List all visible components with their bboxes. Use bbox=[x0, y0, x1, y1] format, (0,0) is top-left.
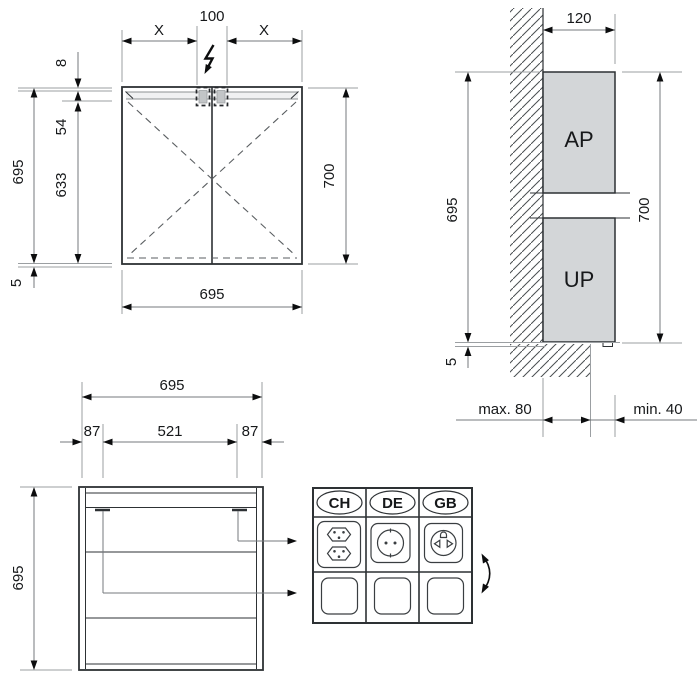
socket-ch-icon bbox=[316, 520, 362, 569]
country-ch: CH bbox=[329, 495, 351, 512]
dim-overhang-8: 8 bbox=[53, 59, 70, 67]
lightning-bolt-icon bbox=[201, 44, 215, 76]
label-up: UP bbox=[564, 267, 595, 292]
dim-right-87: 87 bbox=[242, 423, 259, 440]
top-view: 695 87 521 87 695 bbox=[10, 377, 297, 671]
swap-arrows-icon bbox=[478, 551, 491, 596]
dim-depth-120: 120 bbox=[566, 10, 591, 27]
blank-cover-de bbox=[373, 577, 412, 615]
junction-box bbox=[195, 86, 229, 107]
blank-cover-ch bbox=[320, 577, 359, 615]
dim-light-54: 54 bbox=[53, 119, 70, 136]
dim-span-521: 521 bbox=[157, 423, 182, 440]
socket-panel: CH DE GB bbox=[312, 487, 491, 624]
country-de: DE bbox=[382, 495, 403, 512]
front-view: X 100 X 695 bbox=[8, 8, 358, 314]
dim-100: 100 bbox=[199, 8, 224, 25]
dim-width-695: 695 bbox=[199, 286, 224, 303]
dim-left-87: 87 bbox=[84, 423, 101, 440]
cabinet-side-lower bbox=[542, 217, 616, 343]
dim-door-633: 633 bbox=[53, 172, 70, 197]
label-ap: AP bbox=[564, 127, 593, 152]
dim-clearance-min40: min. 40 bbox=[633, 401, 682, 418]
wall-hatch bbox=[510, 8, 543, 343]
dim-lip-5: 5 bbox=[8, 279, 25, 287]
socket-de-icon bbox=[370, 522, 411, 564]
dim-height-695: 695 bbox=[10, 159, 27, 184]
wall-hatch-below bbox=[510, 344, 590, 377]
dim-side-lip-5: 5 bbox=[443, 358, 460, 366]
blank-cover-gb bbox=[426, 577, 465, 615]
cabinet-side-upper bbox=[542, 71, 616, 194]
dim-x-left: X bbox=[154, 22, 164, 39]
dim-side-total-700: 700 bbox=[636, 197, 653, 222]
dim-total-700: 700 bbox=[321, 163, 338, 188]
door-swing-lines bbox=[127, 101, 297, 257]
socket-gb-icon bbox=[423, 522, 464, 564]
country-gb: GB bbox=[434, 495, 457, 512]
dim-side-height-695: 695 bbox=[444, 197, 461, 222]
side-view: AP UP 120 695 5 700 max. 80 min. 40 bbox=[443, 8, 697, 437]
dim-top-depth-695: 695 bbox=[10, 565, 27, 590]
dim-top-width-695: 695 bbox=[159, 377, 184, 394]
dim-x-right: X bbox=[259, 22, 269, 39]
dim-recess-max80: max. 80 bbox=[478, 401, 531, 418]
cabinet-plan-outline bbox=[78, 486, 264, 671]
